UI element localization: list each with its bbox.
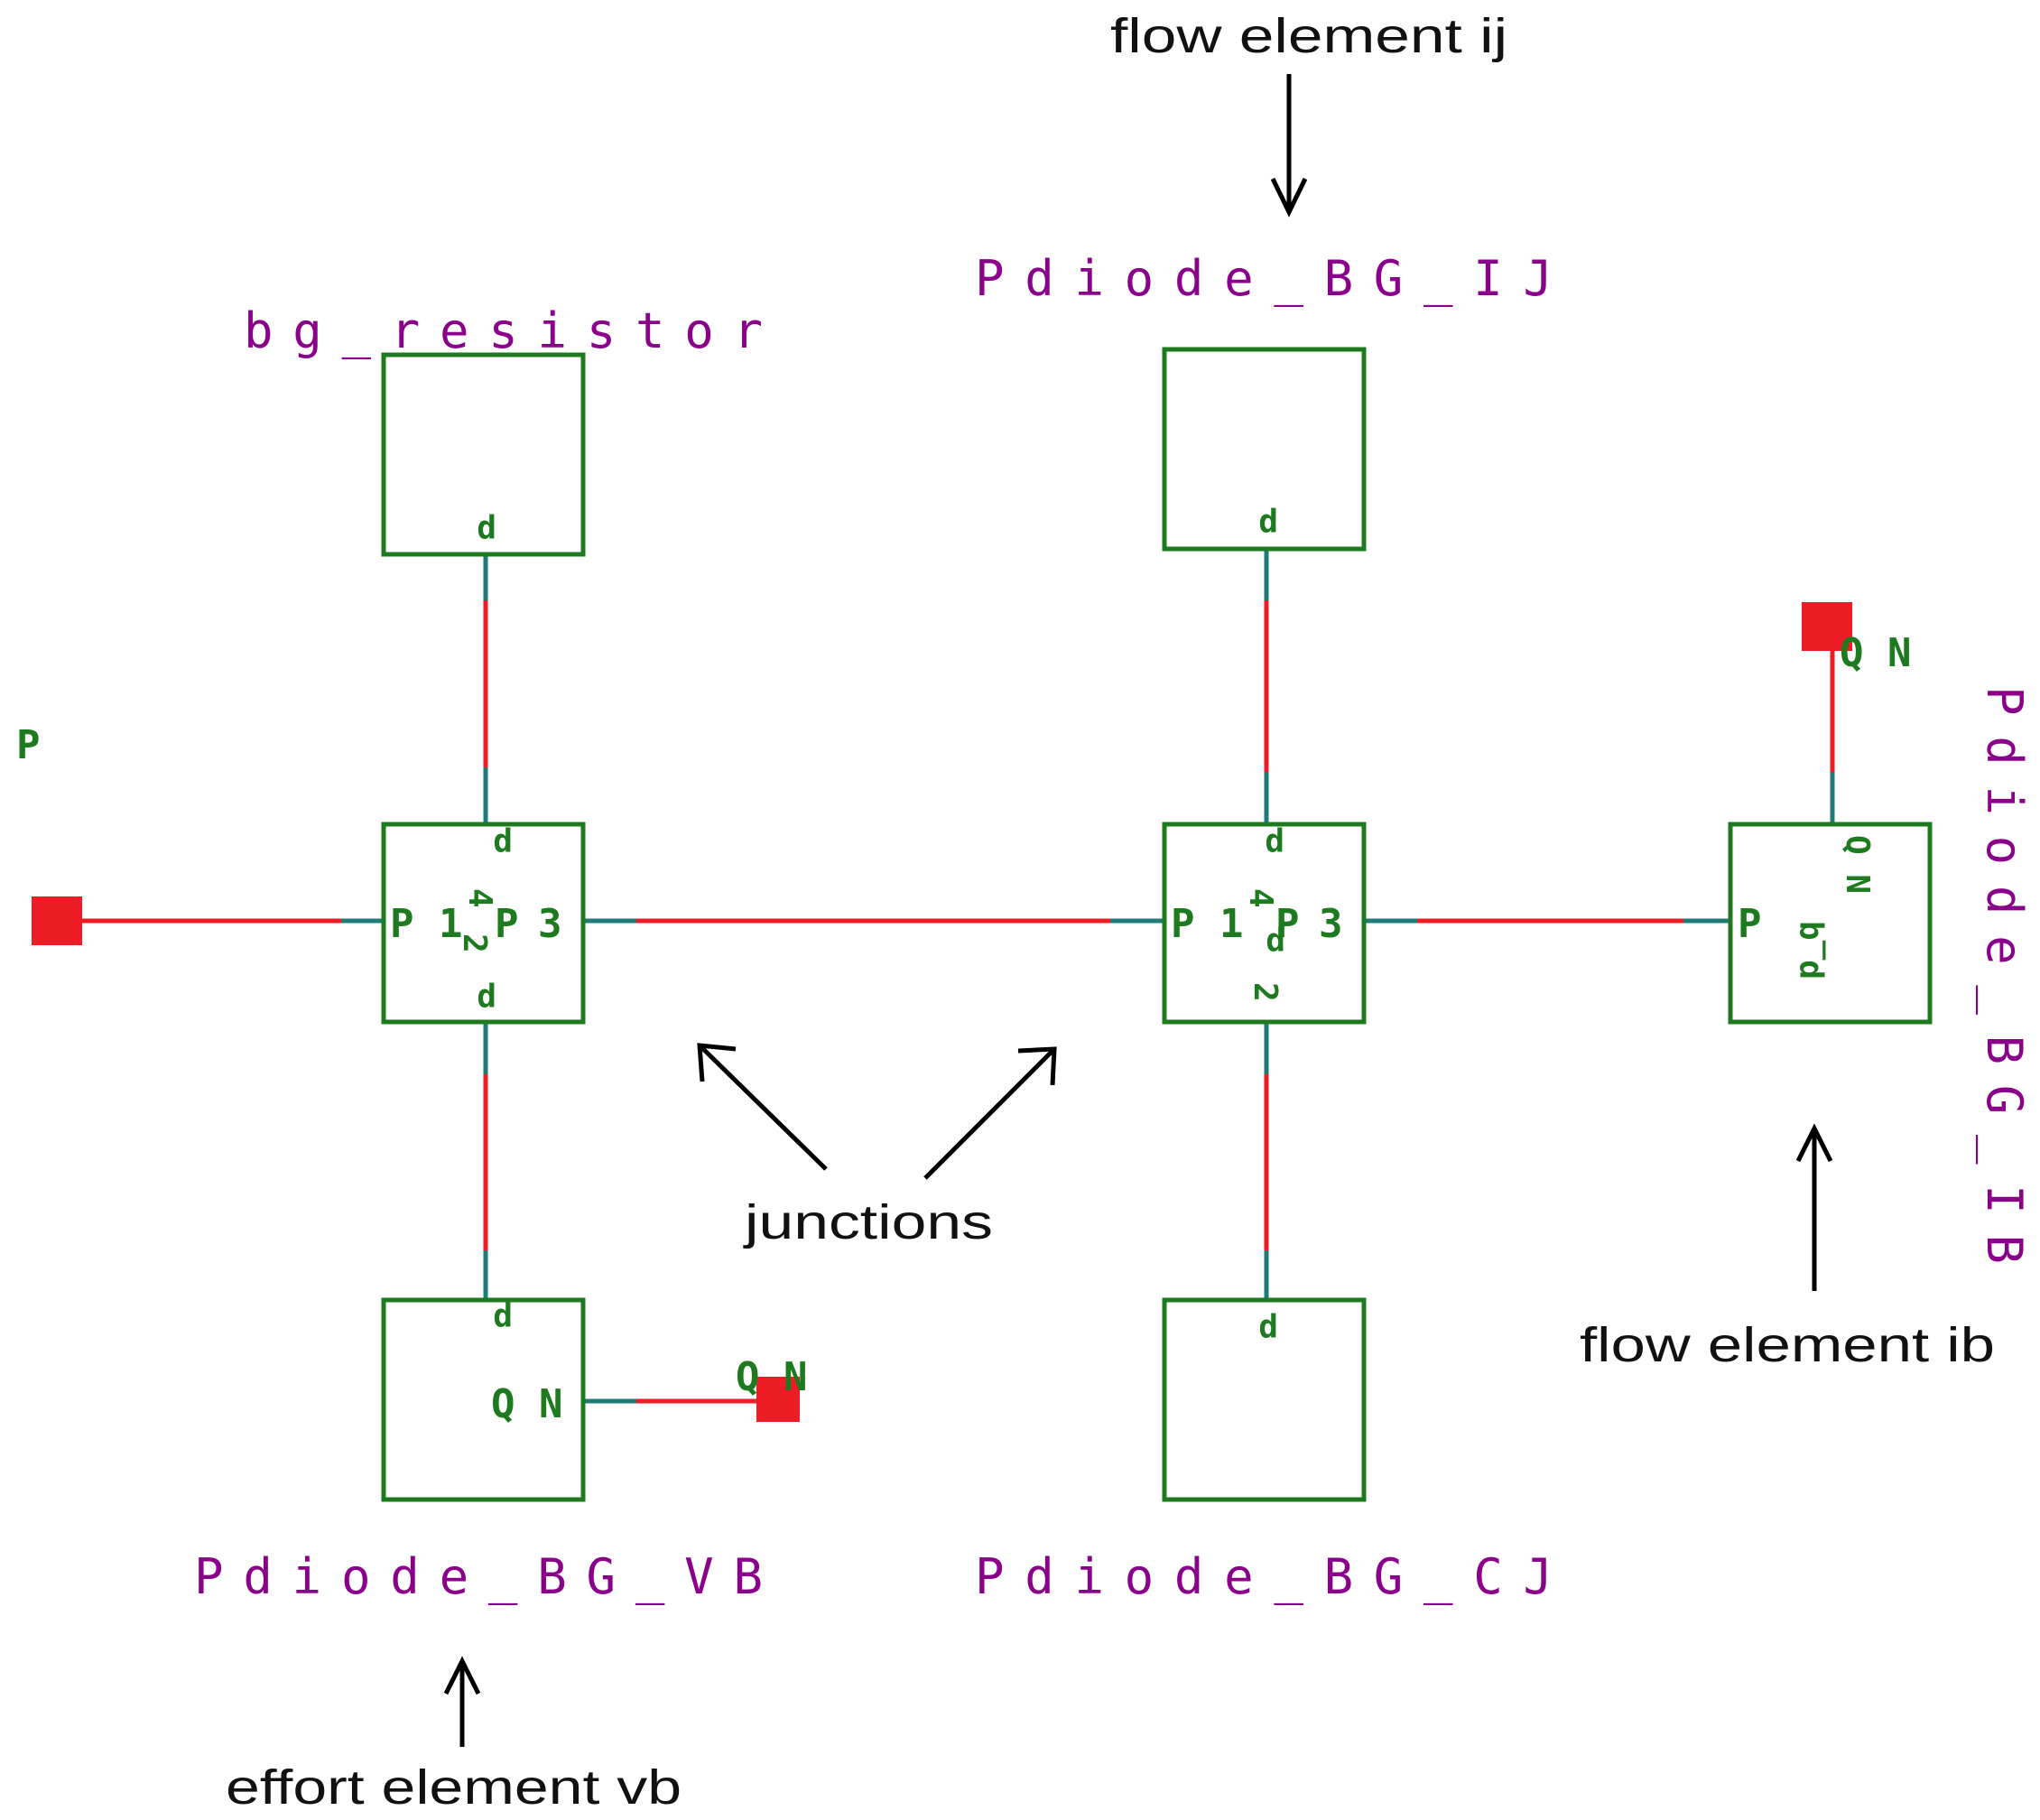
pdiode-bg-vb-box[interactable] (381, 1297, 586, 1502)
pdiode-bg-cj-label: Pdiode_BG_CJ (975, 1548, 1553, 1605)
junction1-top-port: p (493, 826, 513, 863)
bg-resistor-label: bg_resistor (244, 302, 763, 359)
bg-resistor-box[interactable] (381, 352, 586, 557)
junction2-bottom-inner-port: p (1266, 925, 1285, 962)
junction2-right-port: P (1275, 901, 1300, 947)
arrow-junction-right (923, 1046, 1057, 1180)
arrow-flow-ij (1270, 74, 1308, 218)
pdiode-bg-cj-box[interactable] (1162, 1297, 1367, 1502)
left-port-label: P (16, 722, 41, 768)
arrow-flow-ib (1795, 1123, 1833, 1291)
ib-inner-label: p_q (1789, 921, 1826, 980)
pdiode-bg-ib-box[interactable] (1728, 822, 1933, 1025)
arrow-effort-vb (443, 1656, 481, 1747)
ib-left-port: P (1738, 901, 1762, 947)
junction-1-box[interactable] (381, 822, 586, 1025)
vb-terminal-qn: Q N (736, 1354, 807, 1400)
ib-terminal-qn: Q N (1840, 630, 1911, 676)
junction1-num-2: 2 (456, 933, 493, 953)
junction1-num-4: 4 (461, 888, 498, 908)
flow-ib-annotation: flow element ib (1580, 1318, 1995, 1372)
junctions-annotation: junctions (742, 1195, 993, 1249)
junction1-num-1: 1 (439, 901, 463, 947)
junction2-num-2: 2 (1247, 982, 1284, 1002)
flow-ij-annotation: flow element ij (1110, 9, 1507, 63)
ib-terminal[interactable] (1802, 602, 1852, 651)
ij-port-p: p (1258, 506, 1278, 543)
vb-top-port: p (493, 1301, 513, 1338)
resistor-port-p: p (477, 513, 496, 550)
effort-vb-annotation: effort element vb (226, 1760, 682, 1815)
pdiode-bg-vb-label: Pdiode_BG_VB (194, 1548, 763, 1605)
junction2-top-port: p (1265, 826, 1284, 863)
pdiode-bg-ij-label: Pdiode_BG_IJ (975, 250, 1553, 307)
vb-qn-port: Q N (491, 1381, 562, 1427)
vb-terminal[interactable] (756, 1377, 800, 1422)
junction2-num-1: 1 (1219, 901, 1244, 947)
cj-port-p: p (1258, 1312, 1278, 1349)
arrow-junction-left (697, 1043, 828, 1171)
pdiode-bg-ib-label: Pdiode_BG_IB (1976, 686, 2033, 1264)
junction1-right-port: P (495, 901, 519, 947)
junction1-num-3: 3 (538, 901, 562, 947)
junction2-num-4: 4 (1242, 888, 1279, 908)
junction2-num-3: 3 (1319, 901, 1343, 947)
ib-inner-label-2: Q N (1839, 835, 1876, 894)
junction1-left-port: P (390, 901, 414, 947)
junction2-left-port: P (1171, 901, 1195, 947)
input-terminal[interactable] (32, 896, 82, 945)
junction1-bottom-port: p (477, 981, 496, 1018)
pdiode-bg-ij-box[interactable] (1162, 347, 1367, 552)
junction-2-box[interactable] (1162, 822, 1367, 1025)
